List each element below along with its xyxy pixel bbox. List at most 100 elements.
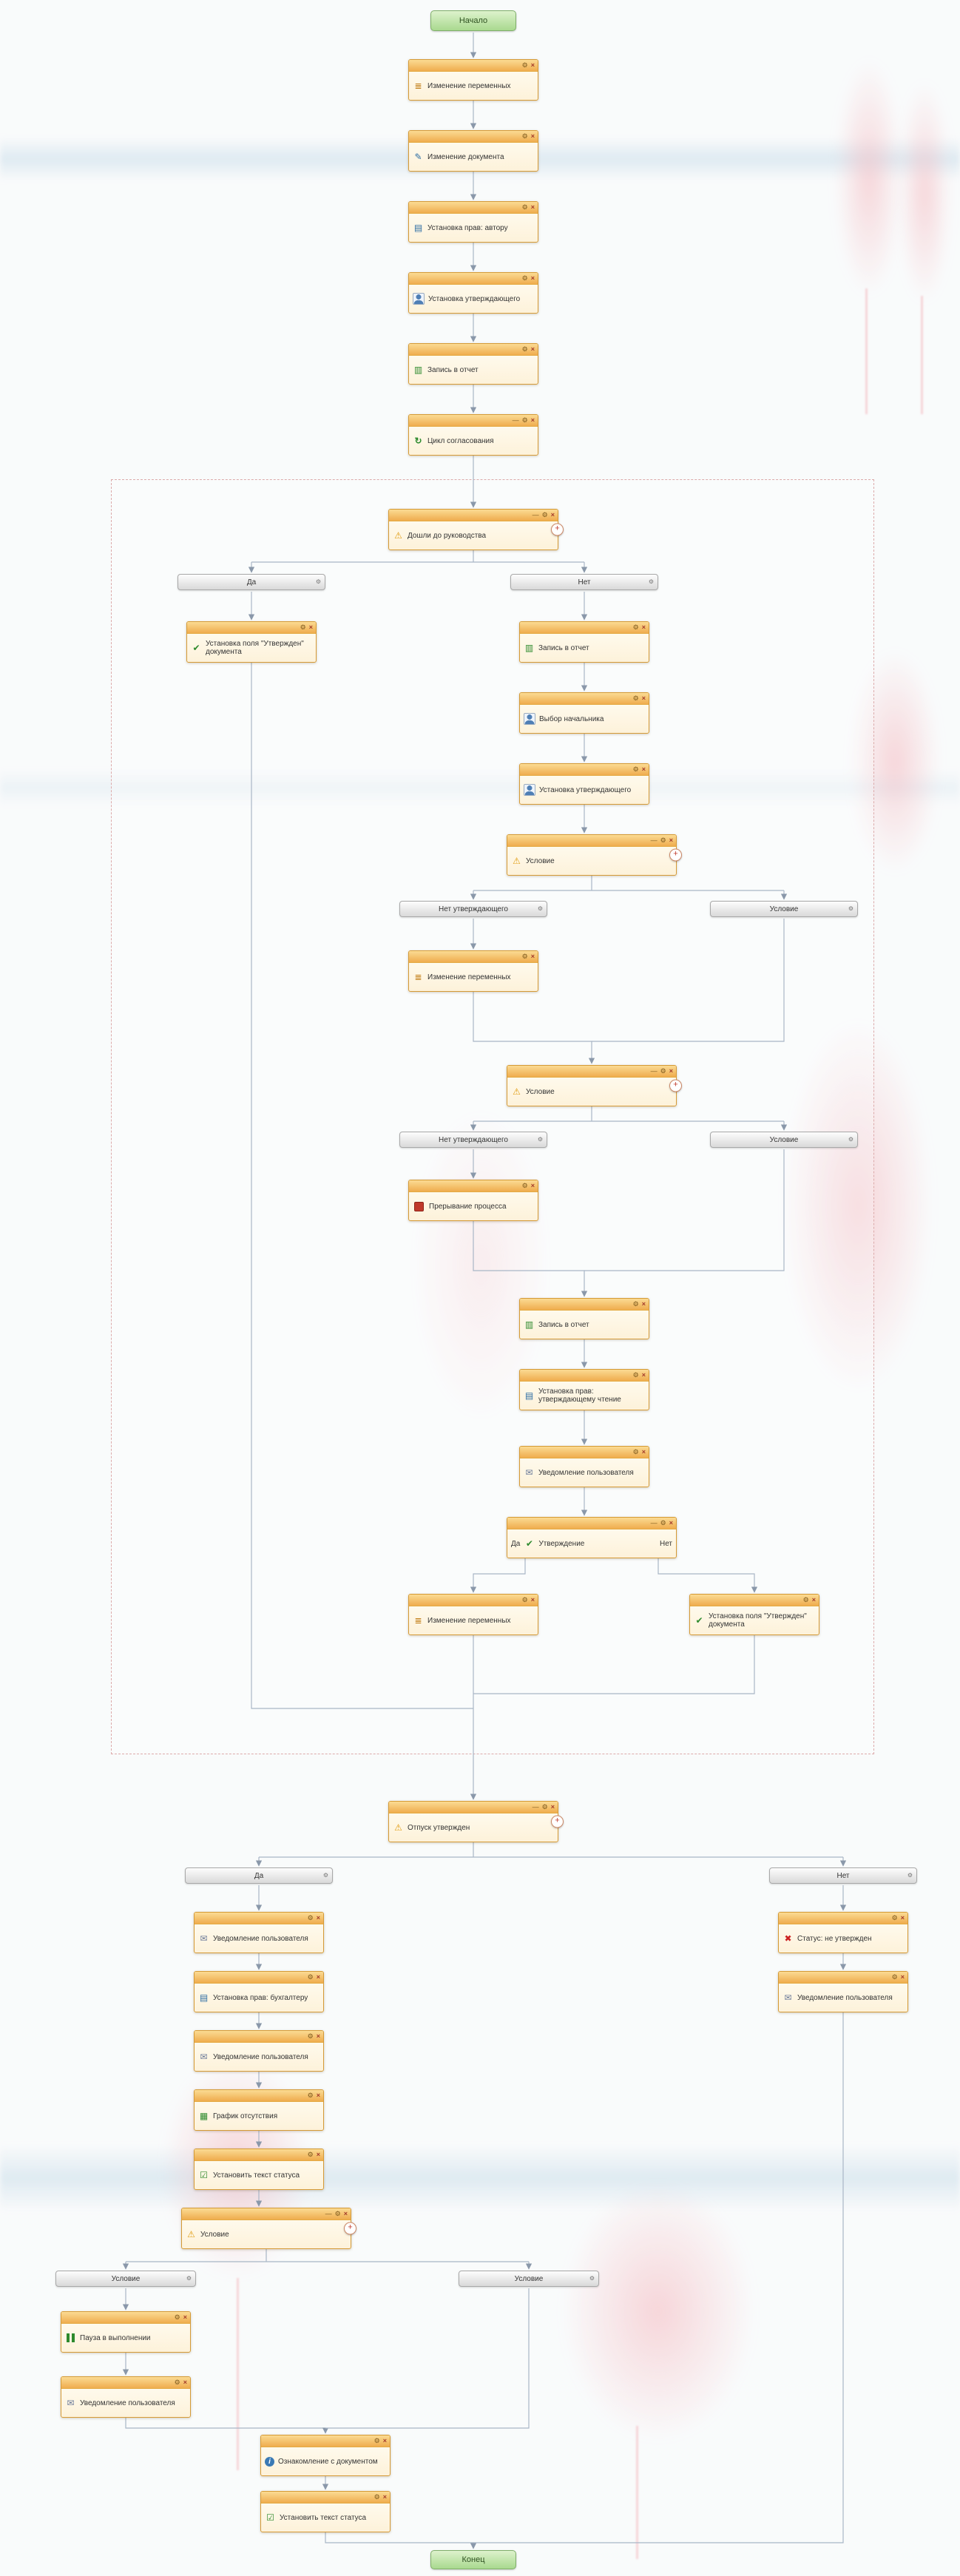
close-icon[interactable]: ×: [316, 1914, 320, 1921]
gear-icon[interactable]: ⚙: [373, 2437, 380, 2444]
close-icon[interactable]: ×: [316, 2032, 320, 2040]
gear-icon[interactable]: ⚙: [521, 132, 528, 140]
gear-icon[interactable]: ⚙: [632, 765, 639, 773]
branch-no-2[interactable]: Нет ⚙: [769, 1867, 917, 1884]
node-set-approved-field-2[interactable]: ⚙ × Установка поля "Утвержден" документа: [689, 1594, 819, 1635]
gear-icon[interactable]: ⚙: [891, 1973, 898, 1981]
gear-icon[interactable]: ⚙: [891, 1914, 898, 1921]
close-icon[interactable]: ×: [530, 1596, 535, 1603]
node-interrupt-process[interactable]: ⚙ × Прерывание процесса: [408, 1180, 538, 1221]
node-set-status-text-1[interactable]: ⚙ × Установить текст статуса: [194, 2149, 324, 2190]
gear-icon[interactable]: ⚙: [307, 2151, 314, 2158]
gear-icon[interactable]: ⚙: [848, 905, 853, 912]
close-icon[interactable]: ×: [900, 1973, 905, 1981]
node-set-approved-field[interactable]: ⚙ × Установка поля "Утвержден" документа: [186, 621, 317, 663]
close-icon[interactable]: ×: [641, 765, 646, 773]
node-set-status-text-2[interactable]: ⚙ × Установить текст статуса: [260, 2491, 391, 2532]
gear-icon[interactable]: ⚙: [537, 905, 543, 912]
node-notify-user-1[interactable]: ⚙ × Уведомление пользователя: [519, 1446, 649, 1487]
condition-1[interactable]: — ⚙ × Условие +: [507, 834, 682, 876]
gear-icon[interactable]: ⚙: [589, 2275, 595, 2282]
gear-icon[interactable]: ⚙: [300, 623, 306, 631]
add-branch-button[interactable]: +: [551, 523, 564, 536]
node-acquaint-document[interactable]: ⚙ × Ознакомление с документом: [260, 2435, 391, 2476]
end-node[interactable]: Конец: [430, 2550, 516, 2569]
gear-icon[interactable]: ⚙: [632, 623, 639, 631]
close-icon[interactable]: ×: [811, 1596, 816, 1603]
branch-no[interactable]: Нет ⚙: [510, 574, 658, 590]
branch-condition-3[interactable]: Условие ⚙: [55, 2271, 196, 2287]
add-branch-button[interactable]: +: [344, 2222, 356, 2235]
gear-icon[interactable]: ⚙: [521, 416, 528, 424]
branch-yes-2[interactable]: Да ⚙: [185, 1867, 333, 1884]
node-absence-schedule[interactable]: ⚙ × График отсутствия: [194, 2089, 324, 2131]
gear-icon[interactable]: ⚙: [521, 345, 528, 353]
gear-icon[interactable]: ⚙: [521, 274, 528, 282]
minimize-icon[interactable]: —: [532, 1803, 539, 1811]
node-write-report-3[interactable]: ⚙ × Запись в отчет: [519, 1298, 649, 1339]
close-icon[interactable]: ×: [641, 623, 646, 631]
gear-icon[interactable]: ⚙: [322, 1872, 328, 1879]
close-icon[interactable]: ×: [530, 132, 535, 140]
condition-approval[interactable]: — ⚙ × Да Утверждение Нет: [507, 1517, 677, 1558]
gear-icon[interactable]: ⚙: [373, 2493, 380, 2501]
gear-icon[interactable]: ⚙: [541, 1803, 548, 1811]
gear-icon[interactable]: ⚙: [802, 1596, 809, 1603]
close-icon[interactable]: ×: [530, 345, 535, 353]
gear-icon[interactable]: ⚙: [521, 1182, 528, 1189]
branch-condition-4[interactable]: Условие ⚙: [459, 2271, 599, 2287]
close-icon[interactable]: ×: [669, 1519, 673, 1527]
branch-condition-2[interactable]: Условие ⚙: [710, 1132, 858, 1148]
node-set-approver[interactable]: ⚙ × Установка утверждающего: [408, 272, 538, 314]
close-icon[interactable]: ×: [641, 1371, 646, 1379]
branch-yes-label[interactable]: Да: [511, 1539, 521, 1548]
gear-icon[interactable]: ⚙: [541, 511, 548, 518]
close-icon[interactable]: ×: [316, 2151, 320, 2158]
close-icon[interactable]: ×: [550, 511, 555, 518]
close-icon[interactable]: ×: [641, 1448, 646, 1456]
close-icon[interactable]: ×: [316, 1973, 320, 1981]
add-branch-button[interactable]: +: [669, 848, 682, 862]
close-icon[interactable]: ×: [641, 694, 646, 702]
gear-icon[interactable]: ⚙: [174, 2379, 180, 2386]
gear-icon[interactable]: ⚙: [660, 836, 666, 844]
gear-icon[interactable]: ⚙: [521, 203, 528, 211]
gear-icon[interactable]: ⚙: [632, 1300, 639, 1308]
minimize-icon[interactable]: —: [512, 416, 519, 424]
condition-2[interactable]: — ⚙ × Условие +: [507, 1065, 682, 1106]
node-change-variables-2[interactable]: ⚙ × Изменение переменных: [408, 950, 538, 992]
node-notify-user-3[interactable]: ⚙ × Уведомление пользователя: [194, 2030, 324, 2072]
node-write-report[interactable]: ⚙ × Запись в отчет: [408, 343, 538, 385]
close-icon[interactable]: ×: [669, 836, 673, 844]
gear-icon[interactable]: ⚙: [174, 2313, 180, 2321]
close-icon[interactable]: ×: [900, 1914, 905, 1921]
gear-icon[interactable]: ⚙: [660, 1519, 666, 1527]
node-set-rights-approver-read[interactable]: ⚙ × Установка прав: утверждающему чтение: [519, 1369, 649, 1410]
branch-no-approver[interactable]: Нет утверждающего ⚙: [399, 901, 547, 917]
node-status-not-approved[interactable]: ⚙ × Статус: не утвержден: [778, 1912, 908, 1953]
gear-icon[interactable]: ⚙: [632, 694, 639, 702]
node-approval-loop[interactable]: — ⚙ × Цикл согласования: [408, 414, 538, 456]
branch-no-approver-2[interactable]: Нет утверждающего ⚙: [399, 1132, 547, 1148]
node-set-rights-accountant[interactable]: ⚙ × Установка прав: бухгалтеру: [194, 1971, 324, 2012]
gear-icon[interactable]: ⚙: [648, 578, 654, 585]
add-branch-button[interactable]: +: [669, 1079, 682, 1092]
close-icon[interactable]: ×: [530, 1182, 535, 1189]
node-choose-manager[interactable]: ⚙ × Выбор начальника: [519, 692, 649, 734]
close-icon[interactable]: ×: [343, 2210, 348, 2217]
node-notify-user-5[interactable]: ⚙ × Уведомление пользователя: [778, 1971, 908, 2012]
minimize-icon[interactable]: —: [650, 1519, 658, 1527]
close-icon[interactable]: ×: [550, 1803, 555, 1811]
close-icon[interactable]: ×: [641, 1300, 646, 1308]
minimize-icon[interactable]: —: [325, 2210, 332, 2217]
node-edit-document[interactable]: ⚙ × Изменение документа: [408, 130, 538, 172]
branch-condition[interactable]: Условие ⚙: [710, 901, 858, 917]
gear-icon[interactable]: ⚙: [307, 1973, 314, 1981]
gear-icon[interactable]: ⚙: [632, 1448, 639, 1456]
condition-reached-management[interactable]: — ⚙ × Дошли до руководства +: [388, 509, 564, 550]
gear-icon[interactable]: ⚙: [632, 1371, 639, 1379]
close-icon[interactable]: ×: [382, 2493, 387, 2501]
close-icon[interactable]: ×: [530, 203, 535, 211]
gear-icon[interactable]: ⚙: [660, 1067, 666, 1075]
node-change-variables-3[interactable]: ⚙ × Изменение переменных: [408, 1594, 538, 1635]
